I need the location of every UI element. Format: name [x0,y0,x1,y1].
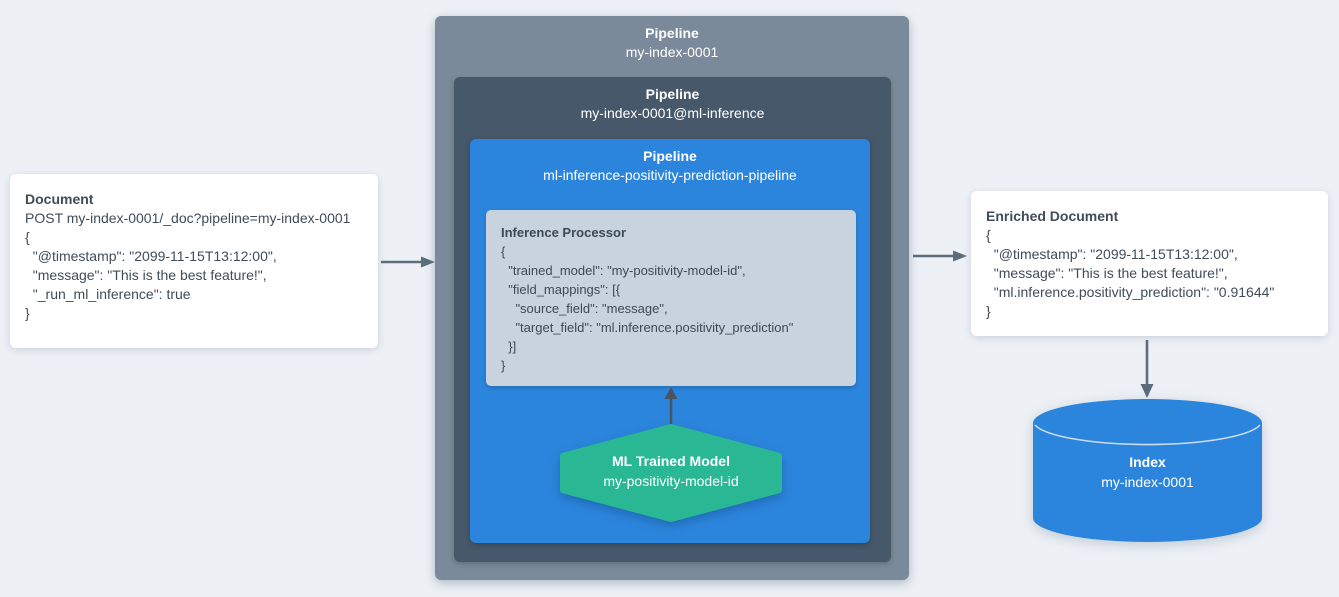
pipeline-inner-box: Pipeline ml-inference-positivity-predict… [470,139,870,543]
ml-trained-model-hexagon: ML Trained Model my-positivity-model-id [560,424,782,522]
document-line: "_run_ml_inference": true [25,286,191,302]
index-title: Index [1129,454,1166,470]
document-card-title: Document [25,191,94,207]
enriched-document-line: } [986,303,991,319]
arrow-document-to-pipeline [381,256,435,268]
document-card: Document POST my-index-0001/_doc?pipelin… [10,174,378,348]
pipeline-outer-title: Pipeline [645,25,699,41]
pipeline-inner-title: Pipeline [643,148,697,164]
pipeline-inner-subtitle: ml-inference-positivity-prediction-pipel… [543,167,797,183]
index-cylinder [1033,398,1262,544]
inference-processor-line: "trained_model": "my-positivity-model-id… [501,263,746,278]
inference-processor-line: "target_field": "ml.inference.positivity… [501,320,794,335]
document-line: "@timestamp": "2099-11-15T13:12:00", [25,248,277,264]
arrow-model-to-processor [664,387,678,427]
enriched-document-line: "@timestamp": "2099-11-15T13:12:00", [986,246,1238,262]
enriched-document-line: { [986,227,991,243]
inference-processor-line: } [501,358,506,373]
ml-model-id: my-positivity-model-id [603,473,739,489]
inference-processor-title: Inference Processor [501,225,627,240]
enriched-document-line: "message": "This is the best feature!", [986,265,1228,281]
hexagon-shape-icon [560,424,782,522]
document-line: POST my-index-0001/_doc?pipeline=my-inde… [25,210,351,226]
arrow-pipeline-to-enriched-document [913,250,967,262]
inference-processor-line: }] [501,339,517,354]
enriched-document-line: "ml.inference.positivity_prediction": "0… [986,284,1275,300]
enriched-document-title: Enriched Document [986,208,1119,224]
inference-processor-panel: Inference Processor { "trained_model": "… [486,210,856,386]
inference-processor-line: "source_field": "message", [501,301,668,316]
ml-model-title: ML Trained Model [612,453,730,469]
inference-processor-line: { [501,244,506,259]
document-line: { [25,229,30,245]
index-name: my-index-0001 [1101,474,1194,490]
pipeline-mid-subtitle: my-index-0001@ml-inference [580,105,765,121]
pipeline-mid-title: Pipeline [645,86,700,102]
document-line: } [25,305,30,321]
arrow-enriched-document-to-index [1140,340,1154,398]
enriched-document-card: Enriched Document { "@timestamp": "2099-… [971,191,1328,336]
document-line: "message": "This is the best feature!", [25,267,267,283]
inference-processor-line: "field_mappings": [{ [501,282,621,297]
pipeline-mid-box: Pipeline my-index-0001@ml-inference Pipe… [454,77,891,562]
pipeline-outer-box: Pipeline my-index-0001 Pipeline my-index… [435,16,909,580]
database-cylinder-icon [1033,399,1262,542]
pipeline-outer-subtitle: my-index-0001 [625,44,719,60]
